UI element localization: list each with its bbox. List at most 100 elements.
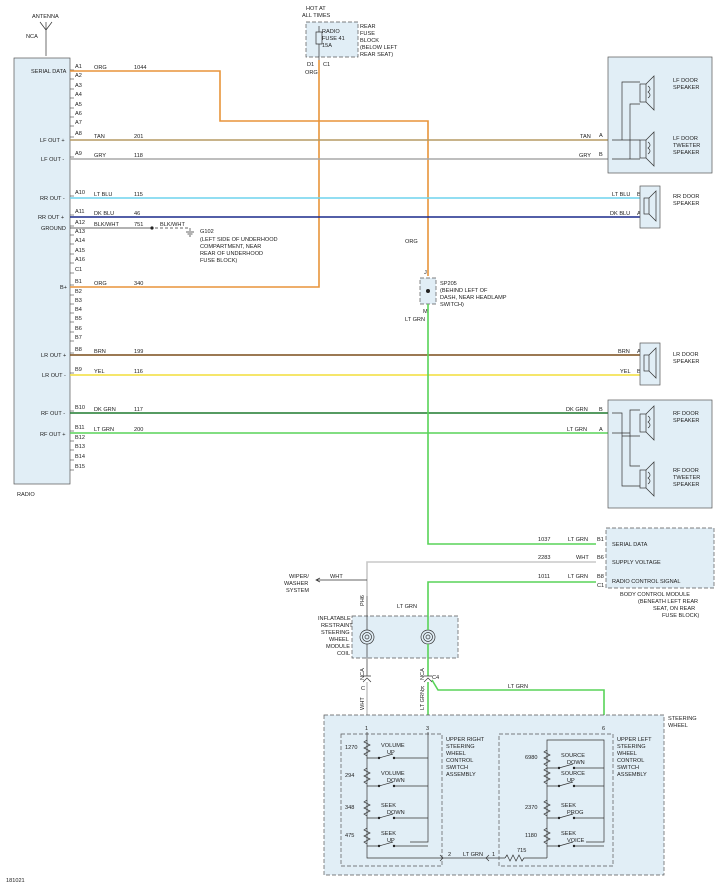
assembly-label-line: CONTROL — [617, 758, 644, 764]
rr-speaker-label: SPEAKER — [673, 201, 699, 207]
switch-label: VOLUME — [381, 771, 405, 777]
wire-label-color: GRY — [94, 153, 106, 159]
wire-label-circuit: 118 — [134, 153, 143, 159]
radio-label: RADIO — [17, 492, 35, 498]
wiper-wire-color: WHT — [330, 574, 343, 580]
switch-label: DOWN — [387, 778, 405, 784]
switch-label: SEEK — [381, 831, 396, 837]
coil-connector-c4: C4 — [432, 675, 439, 681]
wire-label-color: DK GRN — [94, 407, 116, 413]
assembly-label-line: WHEEL — [617, 751, 637, 757]
pin-letter: A — [599, 427, 603, 433]
coil-pin-ph: PH6 — [360, 595, 366, 606]
lr-speaker-label: LR DOOR — [673, 352, 699, 358]
coil-box — [351, 615, 459, 659]
ground-name: G102 — [200, 229, 214, 235]
fuse-radio: RADIO — [322, 29, 340, 35]
wire-label-color: LT GRN — [567, 427, 587, 433]
coil-wire-wht: WHT — [360, 697, 366, 710]
ground-loc-3: REAR OF UNDERHOOD — [200, 251, 263, 257]
radio-pin: B4 — [75, 307, 82, 313]
speaker-icon — [639, 405, 655, 441]
pin-letter: B — [637, 192, 641, 198]
rf-door-speaker-label: RF DOOR — [673, 411, 699, 417]
radio-pin: A15 — [75, 248, 85, 254]
assembly-label-line: STEERING — [446, 744, 475, 750]
resistor-icon — [363, 799, 371, 817]
splice-wire-in: ORG — [405, 239, 418, 245]
radio-signal-lr-out-minus: LR OUT - — [42, 373, 66, 379]
lf-speaker-wiring — [612, 81, 640, 160]
wire-label-color: YEL — [94, 369, 105, 375]
coil-nca: NCA — [420, 668, 426, 680]
switch-label: UP — [567, 778, 575, 784]
coil: INFLATABLE RESTRAINT STEERING WHEEL MODU… — [318, 595, 439, 710]
radio-box — [13, 57, 71, 485]
switch-label: SOURCE — [561, 753, 585, 759]
switch-label: SEEK — [561, 803, 576, 809]
ground-loc-1: (LEFT SIDE OF UNDERHOOD — [200, 237, 278, 243]
fuse-pin-d1: D1 — [307, 62, 314, 68]
ground-icon — [186, 231, 194, 237]
steering-pin-1b: 1 — [492, 852, 495, 858]
wire-label-color: YEL — [620, 369, 631, 375]
radio-signal-lr-out-plus: LR OUT + — [41, 353, 66, 359]
wire-label-circuit: 117 — [134, 407, 143, 413]
bcm-loc-2: SEAT, ON REAR — [653, 606, 695, 612]
wire-label-color: DK BLU — [94, 211, 114, 217]
resistor-icon — [543, 827, 551, 845]
splice-pin-j: J — [424, 270, 427, 276]
switch-label: SEEK — [381, 803, 396, 809]
lr-speaker-box — [639, 342, 661, 386]
wire-label-color: LT GRN — [94, 427, 114, 433]
radio-pin: A11 — [75, 209, 85, 215]
radio-pin: A13 — [75, 229, 85, 235]
assembly-label-line: ASSEMBLY — [446, 772, 476, 778]
wire-label-circuit: 46 — [134, 211, 140, 217]
wire-label-color: BRN — [94, 349, 106, 355]
lf-tweeter-label: SPEAKER — [673, 150, 699, 156]
ground-color: BLK/WHT — [160, 222, 185, 228]
radio-signal-b-plus: B+ — [60, 285, 67, 291]
switch-label: DOWN — [387, 810, 405, 816]
assembly-label-line: SWITCH — [446, 765, 468, 771]
radio-pin: B9 — [75, 367, 82, 373]
splice-loc-1: (BEHIND LEFT OF — [440, 288, 488, 294]
radio-pin: A8 — [75, 131, 82, 137]
bcm-pin: B8 — [597, 574, 604, 580]
arrow-left-icon — [315, 577, 367, 583]
switch-contact — [572, 844, 576, 848]
bcm-wire-color: LT GRN — [568, 537, 588, 543]
speaker-icon — [639, 75, 655, 111]
splice-name: SP205 — [440, 281, 457, 287]
right-assembly-label: UPPER RIGHTSTEERINGWHEELCONTROLSWITCHASS… — [446, 737, 485, 778]
steering-bottom-resistor: 715 — [517, 848, 526, 854]
coil-label-4: WHEEL — [329, 637, 349, 643]
switch-label: PROG — [567, 810, 583, 816]
wire-label-circuit: 1044 — [134, 65, 146, 71]
steering-pin-1: 1 — [365, 726, 368, 732]
radio-signal-ground: GROUND — [41, 226, 66, 232]
wire-label-circuit: 116 — [134, 369, 143, 375]
radio-pin: A14 — [75, 238, 85, 244]
radio-pin: B5 — [75, 316, 82, 322]
radio-pin: B12 — [75, 435, 85, 441]
switch-contact — [377, 816, 381, 820]
splice-wire-out: LT GRN — [405, 317, 425, 323]
wire-bcm-supply — [366, 561, 596, 596]
coil-wire-top: LT GRN — [397, 604, 417, 610]
ground-loc-4: FUSE BLOCK) — [200, 258, 237, 264]
switch-contact — [377, 844, 381, 848]
radio-pin-list: A1A2A3A4A5A6A7A8A9A10A11A12A13A14A15A16C… — [70, 64, 85, 471]
switch-contact — [392, 816, 396, 820]
rf-tweeter-label: TWEETER — [673, 475, 700, 481]
connector-chevron-icon — [439, 854, 490, 862]
fuse-pin-c1: C1 — [323, 62, 330, 68]
wire-label-color: TAN — [580, 134, 591, 140]
radio-pin: B1 — [75, 279, 82, 285]
wiper-label-2: WASHER — [284, 581, 308, 587]
switch-contact — [557, 784, 561, 788]
resistance-value: 348 — [345, 805, 354, 811]
